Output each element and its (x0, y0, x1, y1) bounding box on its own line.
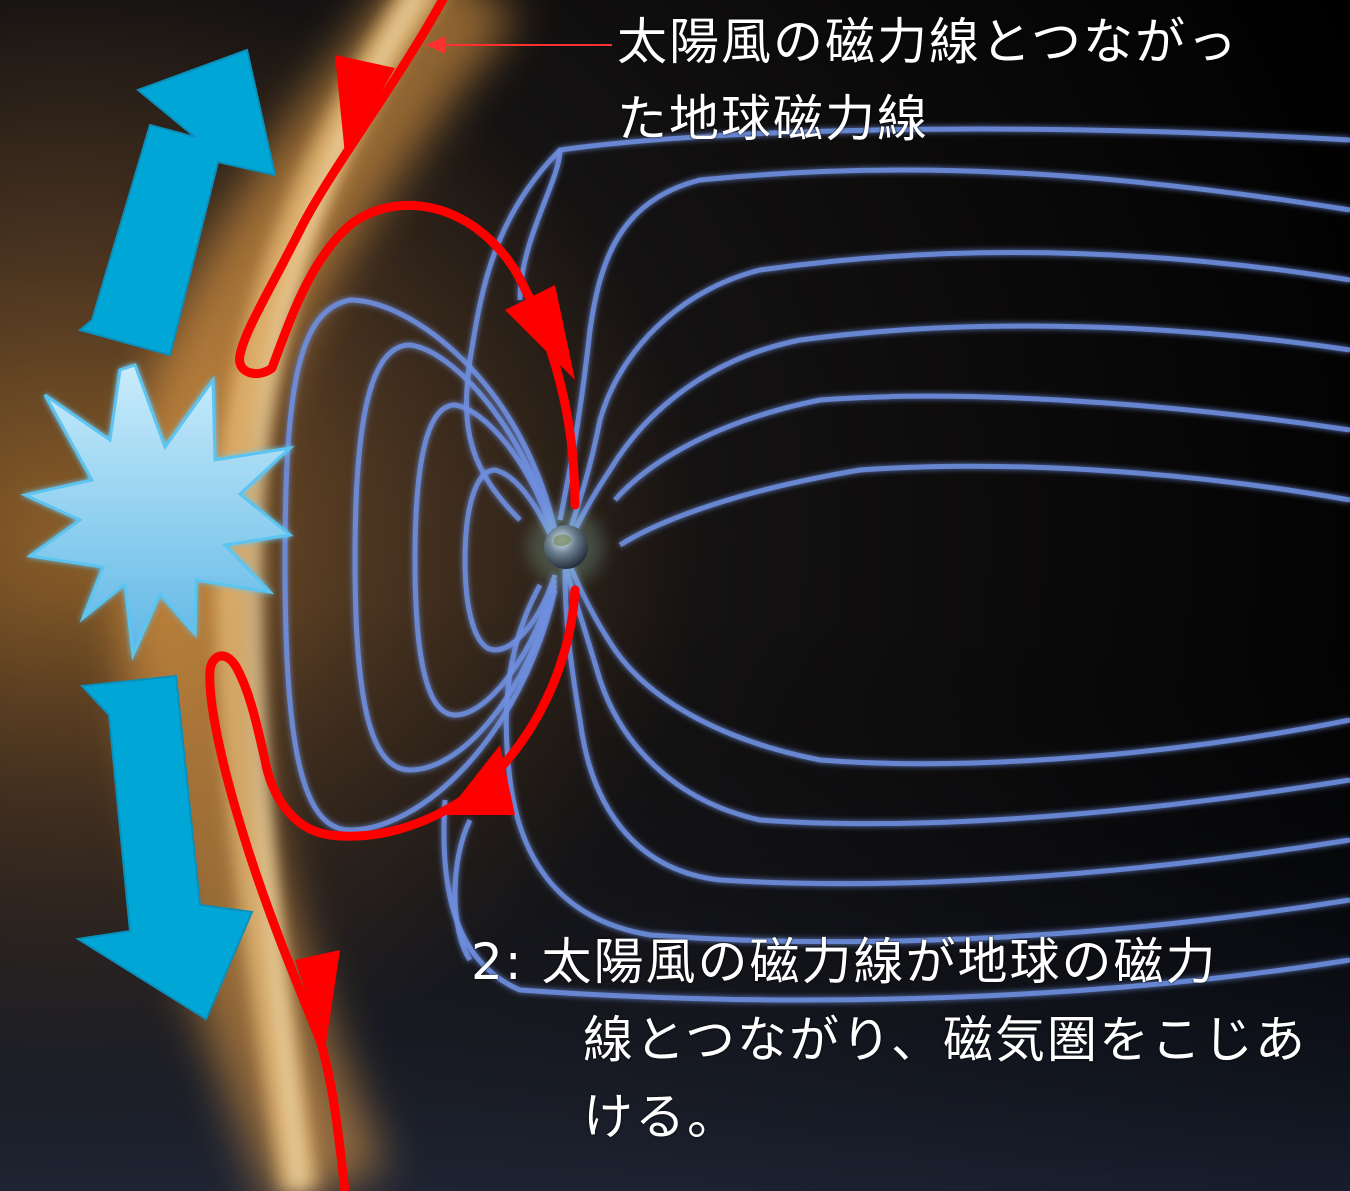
step-2-description: 2: 太陽風の磁力線が地球の磁力 (471, 933, 1218, 991)
step-2-description-line2: 線とつながり、磁気圏をこじあ (583, 1011, 1307, 1069)
flow-arrows (75, 48, 277, 1021)
label-pointer (425, 36, 612, 54)
red-line-top-open (235, 0, 580, 510)
reconnection-burst-icon (20, 363, 295, 661)
red-arrowhead-right (505, 285, 575, 380)
red-arrowhead-lower (445, 745, 515, 815)
cyan-arrow-icon (77, 48, 277, 357)
magnetic-field-lines (282, 126, 1350, 1003)
step-2-description-line3: ける。 (583, 1088, 739, 1146)
red-arrowheads (295, 55, 575, 1050)
red-arrowhead-bottom (295, 950, 340, 1050)
connected-field-line-label-cont: た地球磁力線 (617, 90, 929, 148)
red-arrowhead-top (335, 55, 395, 155)
cyan-arrow-icon (75, 674, 254, 1021)
earth-icon (528, 509, 604, 585)
connected-field-line-label: 太陽風の磁力線とつながっ (617, 13, 1239, 71)
